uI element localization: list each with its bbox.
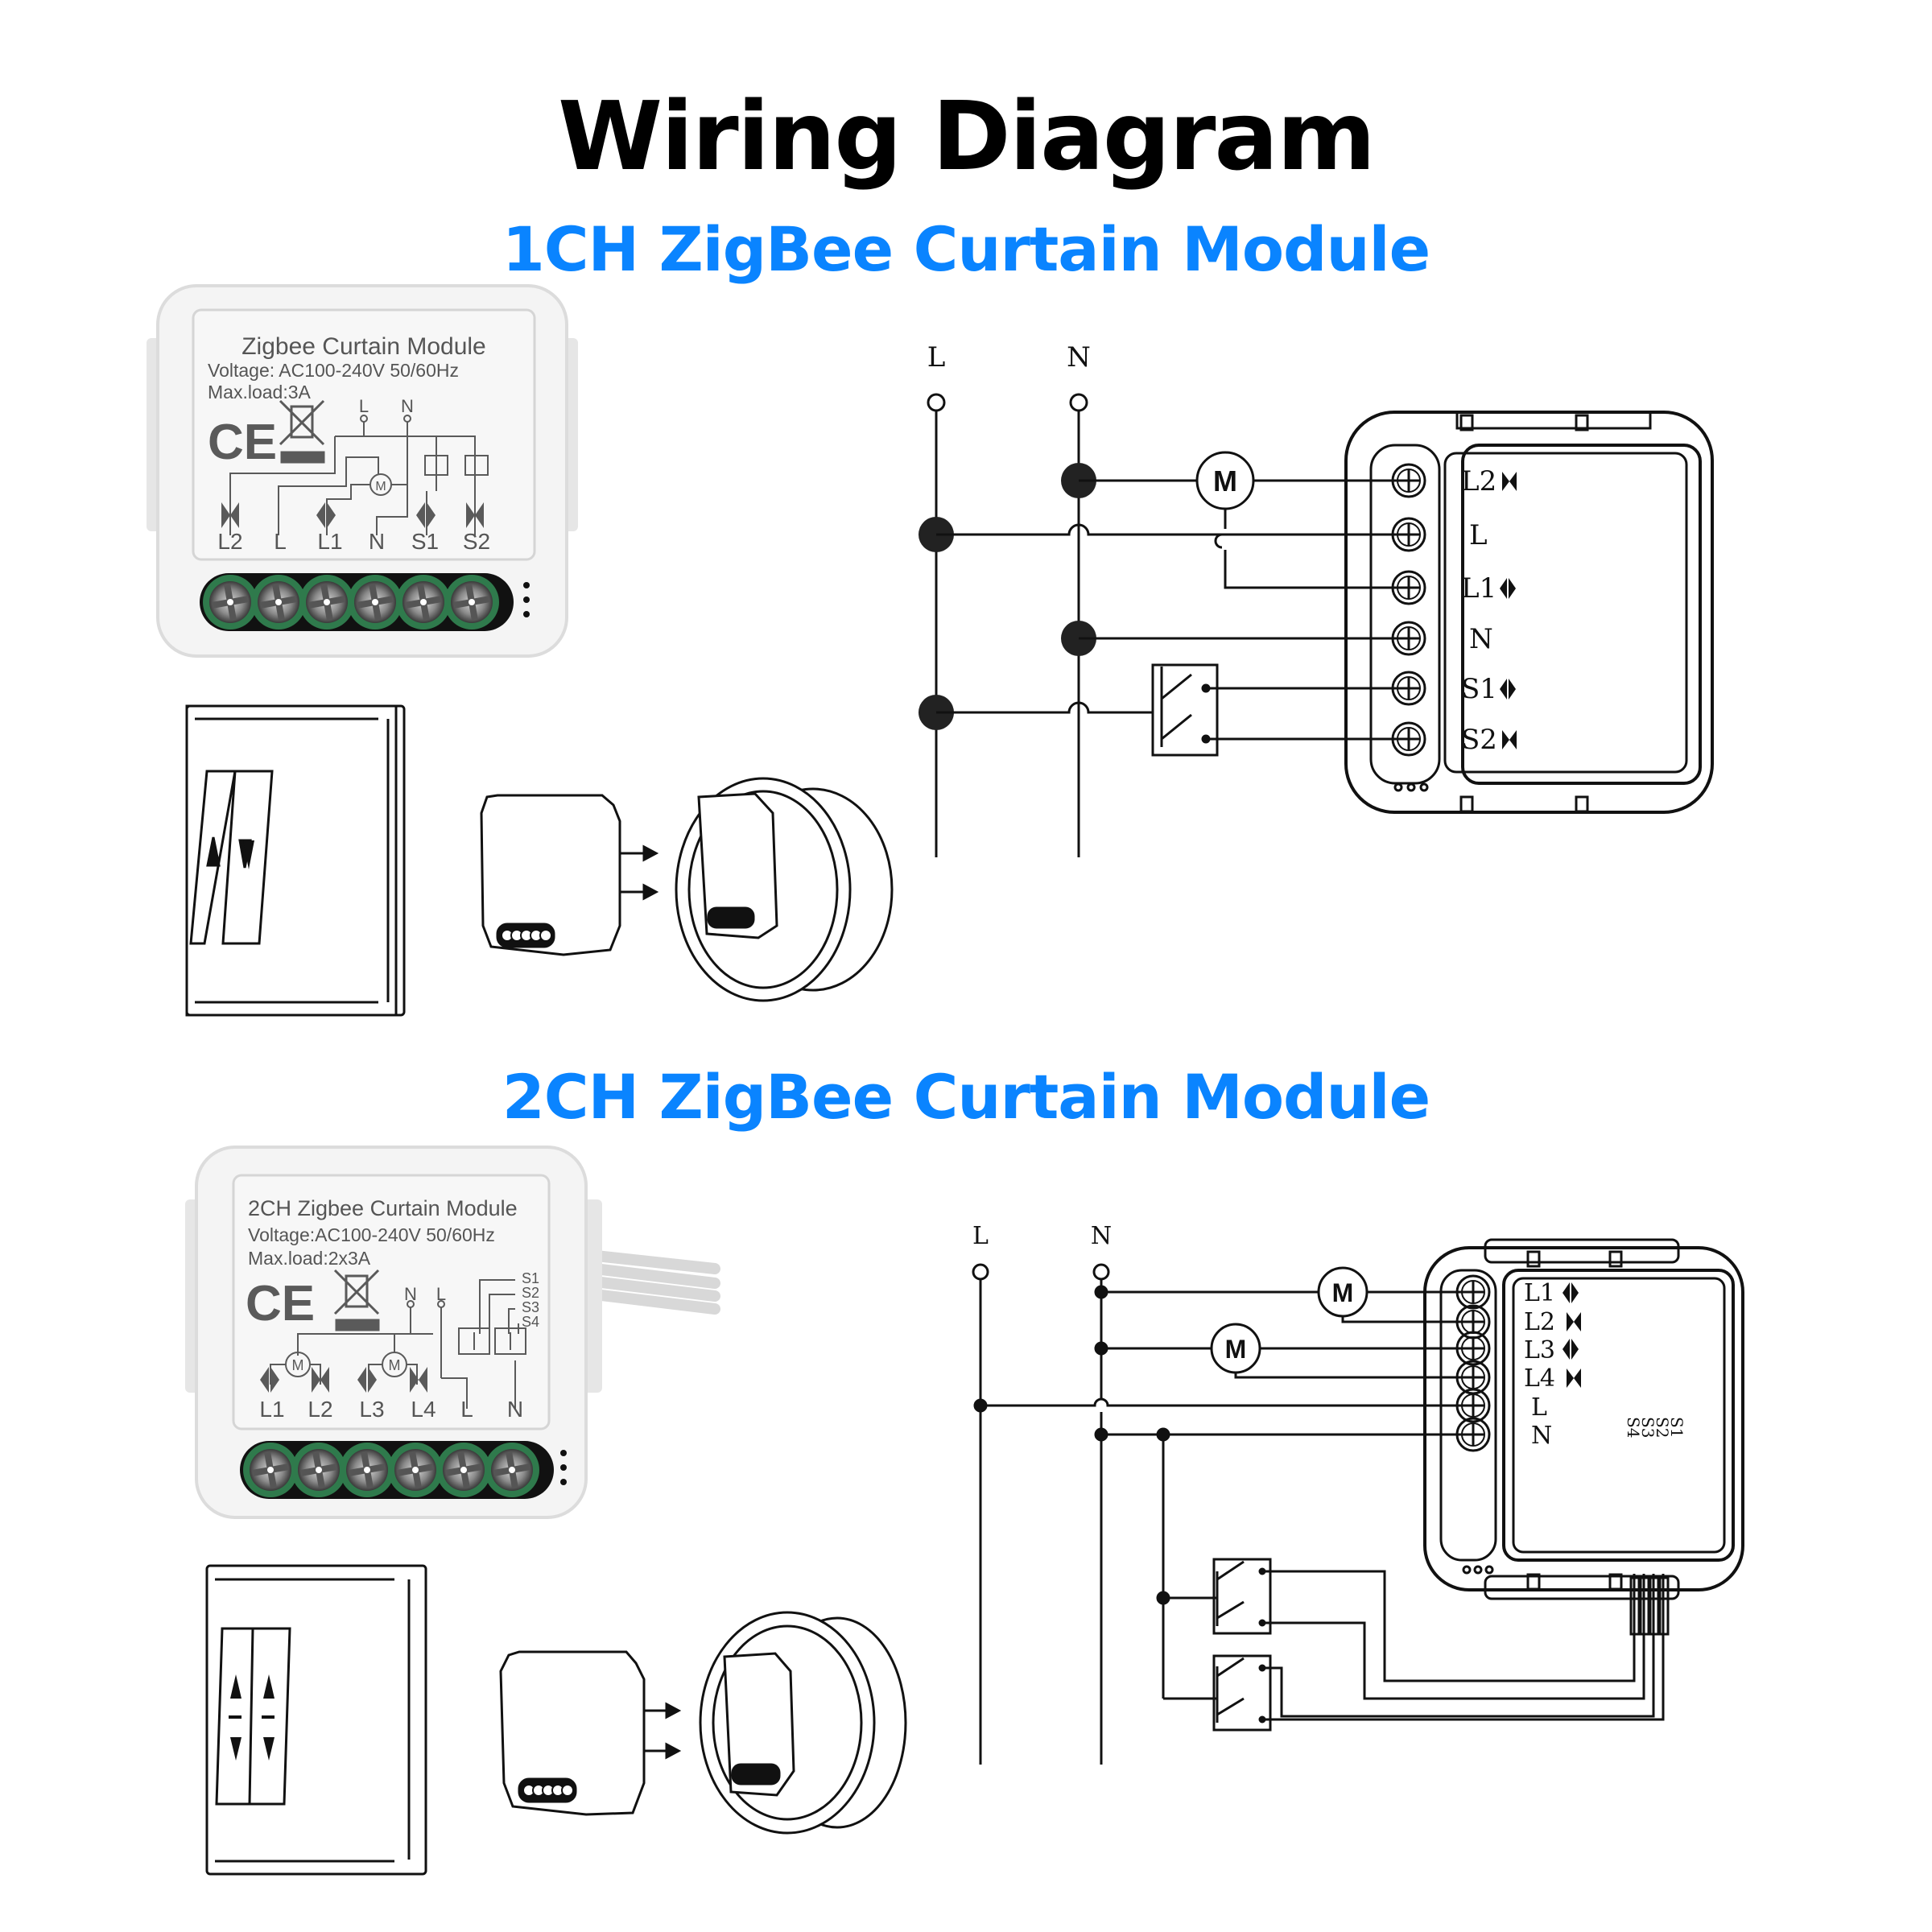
wire-label: S2 xyxy=(1653,1417,1672,1438)
close-icon xyxy=(1502,730,1517,749)
install-illustration-1ch xyxy=(480,777,894,1002)
wire-label: S1 xyxy=(1667,1417,1686,1438)
wall-switch-2ch xyxy=(205,1564,427,1876)
wire-labels-rotated: S1 S2 S3 S4 xyxy=(1624,1417,1686,1438)
svg-text:M: M xyxy=(375,480,386,493)
open-icon xyxy=(1500,679,1516,700)
switch-input-wires xyxy=(576,1249,720,1315)
terminal-label: L3 xyxy=(359,1397,384,1422)
supply-label-n: N xyxy=(1067,341,1091,374)
wiring-diagram-2ch: L N M M xyxy=(972,1222,1744,1765)
motor-label: M xyxy=(1332,1278,1354,1307)
wire-label: S3 xyxy=(1638,1417,1657,1438)
section-title-1ch: 1CH ZigBee Curtain Module xyxy=(502,213,1430,285)
terminal-label: S1 xyxy=(411,529,439,554)
terminal-label: N xyxy=(369,529,385,554)
open-icon xyxy=(1563,1339,1579,1360)
ce-mark: CE xyxy=(246,1276,315,1331)
motor-label: M xyxy=(1213,464,1237,497)
label-top-terminal: N xyxy=(404,1284,417,1304)
voltage-label: Voltage:AC100-240V 50/60Hz xyxy=(248,1224,495,1245)
terminal-label: N xyxy=(507,1397,523,1422)
close-icon xyxy=(1567,1312,1581,1331)
screw-terminals xyxy=(1455,1274,1491,1452)
weee-bin-icon xyxy=(279,399,325,464)
up-arrow-icon xyxy=(208,837,219,866)
terminal-label: N xyxy=(1531,1422,1552,1450)
product-name: Zigbee Curtain Module xyxy=(242,333,486,360)
terminal-label: L4 xyxy=(1524,1364,1555,1393)
terminal-labels-2ch: L1 L2 L3 L4 L N xyxy=(1524,1279,1555,1450)
terminal-label: L4 xyxy=(411,1397,436,1422)
svg-text:M: M xyxy=(389,1357,401,1373)
section-title-2ch: 2CH ZigBee Curtain Module xyxy=(502,1061,1430,1133)
terminal-label: S2 xyxy=(463,529,490,554)
switch-input-label: S3 xyxy=(522,1299,539,1315)
supply-label-l: L xyxy=(927,341,946,374)
terminal-label: S2 xyxy=(1461,724,1497,756)
install-illustration-2ch xyxy=(499,1611,907,1835)
svg-text:M: M xyxy=(292,1357,304,1373)
terminal-label: L2 xyxy=(1461,465,1496,497)
open-icon xyxy=(1500,578,1516,599)
terminal-label: L1 xyxy=(1461,572,1496,605)
product-1ch: Zigbee Curtain Module Voltage: AC100-240… xyxy=(147,284,578,658)
switch-input-label: S2 xyxy=(522,1285,539,1301)
supply-label-n: N xyxy=(1091,1222,1112,1250)
down-arrow-icon xyxy=(243,840,254,869)
rocker-switch-symbol xyxy=(1151,663,1219,757)
terminal-label: L xyxy=(274,529,287,554)
max-load-label: Max.load:2x3A xyxy=(248,1248,371,1269)
wiring-diagram-1ch: L N M xyxy=(919,341,1714,857)
switch-input-label: S1 xyxy=(522,1270,539,1286)
label-top-terminal: L xyxy=(436,1284,446,1304)
label-schematic xyxy=(270,1279,526,1409)
screw-terminals xyxy=(1391,463,1426,757)
close-icon xyxy=(1567,1368,1581,1388)
ce-mark: CE xyxy=(208,415,277,470)
up-down-icon xyxy=(229,1674,242,1761)
switch-input-label: S4 xyxy=(522,1314,539,1330)
terminal-label: S1 xyxy=(1461,673,1497,705)
label-top-terminal: L xyxy=(359,396,369,416)
terminal-label: L xyxy=(1531,1393,1547,1422)
weee-bin-icon xyxy=(333,1269,380,1331)
terminal-label: L3 xyxy=(1524,1336,1555,1364)
rocker-switch-symbol xyxy=(1212,1558,1272,1635)
up-down-icon xyxy=(262,1674,275,1761)
motor-label: M xyxy=(1225,1335,1247,1364)
close-icon xyxy=(1502,472,1517,491)
terminal-label: L2 xyxy=(1524,1308,1555,1336)
terminal-label: L xyxy=(1469,519,1488,551)
open-icon xyxy=(1563,1282,1579,1303)
label-top-terminal: N xyxy=(401,396,414,416)
max-load-label: Max.load:3A xyxy=(208,382,312,402)
supply-label-l: L xyxy=(972,1222,989,1250)
module-outline xyxy=(1423,1246,1744,1591)
product-2ch: 2CH Zigbee Curtain Module Voltage:AC100-… xyxy=(185,1146,720,1519)
terminal-label: L1 xyxy=(259,1397,284,1422)
terminal-label: L2 xyxy=(308,1397,332,1422)
voltage-label: Voltage: AC100-240V 50/60Hz xyxy=(208,360,459,381)
rocker-switch-symbol xyxy=(1212,1654,1272,1732)
terminal-label: L1 xyxy=(317,529,342,554)
terminal-labels-1ch: L2 L L1 N S1 S2 xyxy=(1461,465,1497,756)
terminal-label: L2 xyxy=(217,529,242,554)
terminal-label: L1 xyxy=(1524,1279,1555,1307)
wall-switch-1ch xyxy=(185,704,406,1017)
wire-label: S4 xyxy=(1624,1417,1643,1438)
terminal-label: N xyxy=(1469,623,1493,655)
page-title: Wiring Diagram xyxy=(557,80,1376,192)
product-name: 2CH Zigbee Curtain Module xyxy=(248,1196,518,1220)
terminal-label: L xyxy=(460,1397,473,1422)
